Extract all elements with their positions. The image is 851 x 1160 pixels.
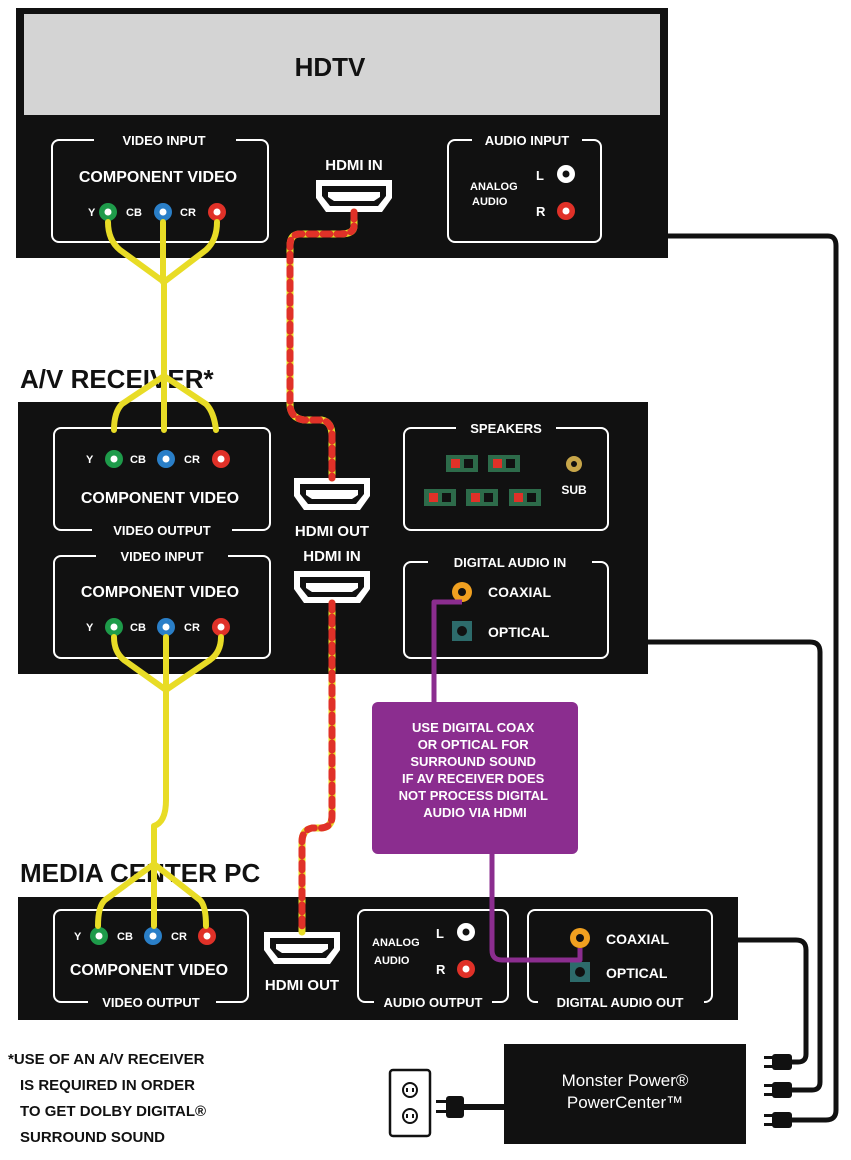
power-plug [764, 1082, 792, 1098]
hdtv-hdmi-port [316, 180, 392, 212]
receiver-hdmi-in-port [294, 571, 370, 603]
speaker-terminal [424, 489, 456, 506]
pc-audio-output-group: AUDIO OUTPUT ANALOG AUDIO L R [357, 909, 509, 1010]
hdtv-audio-input-label: AUDIO INPUT [485, 133, 570, 148]
pc-digital-audio-out-group: DIGITAL AUDIO OUT COAXIAL OPTICAL [527, 909, 713, 1010]
hdtv-hdmi-in-label: HDMI IN [325, 157, 383, 174]
hdtv-l-label: L [536, 168, 544, 183]
hdtv-component-video-label: COMPONENT VIDEO [79, 169, 237, 186]
pc-video-output-label: VIDEO OUTPUT [102, 995, 200, 1010]
footnote-line: TO GET DOLBY DIGITAL® [20, 1103, 206, 1120]
hdmi-cable-receiver-pc [298, 599, 336, 936]
pc-panel: VIDEO OUTPUT Y CB CR COMPONENT VIDEO HDM… [18, 897, 738, 1020]
footnote-line: IS REQUIRED IN ORDER [20, 1077, 195, 1094]
note-line: SURROUND SOUND [410, 754, 536, 769]
hdmi-cable-tv-receiver [286, 208, 358, 482]
pc-digital-audio-out-label: DIGITAL AUDIO OUT [557, 995, 684, 1010]
pc-l-label: L [436, 926, 444, 941]
speaker-terminal [446, 455, 478, 472]
power-plug [764, 1112, 792, 1128]
pc-optical-label: OPTICAL [606, 965, 668, 981]
receiver-video-input-group: VIDEO INPUT COMPONENT VIDEO Y CB CR [53, 548, 271, 659]
footnote-line: *USE OF AN A/V RECEIVER [8, 1051, 205, 1068]
component-cable-tv-receiver [105, 219, 220, 433]
receiver-digital-audio-in-group: DIGITAL AUDIO IN COAXIAL OPTICAL [403, 554, 609, 659]
hdtv-panel: HDTV VIDEO INPUT COMPONENT VIDEO Y CB CR… [16, 8, 668, 258]
pc-analog-label: ANALOG [372, 937, 420, 949]
pc-video-output-group: VIDEO OUTPUT Y CB CR COMPONENT VIDEO [53, 909, 249, 1010]
receiver-hdmi-out-port [294, 478, 370, 510]
hdtv-audio-label: AUDIO [472, 196, 508, 208]
receiver-vo-y-label: Y [86, 454, 94, 466]
speaker-terminal [509, 489, 541, 506]
digital-audio-note: USE DIGITAL COAX OR OPTICAL FOR SURROUND… [372, 702, 578, 854]
receiver-optical-label: OPTICAL [488, 624, 550, 640]
pc-hdmi-out-label: HDMI OUT [265, 977, 339, 994]
note-line: AUDIO VIA HDMI [423, 805, 527, 820]
hdtv-y-label: Y [88, 207, 96, 219]
pc-cb-label: CB [117, 931, 133, 943]
component-cable-receiver-pc [95, 634, 224, 929]
pc-hdmi-out-port [264, 932, 340, 964]
receiver-video-output-group: VIDEO OUTPUT Y CB CR COMPONENT VIDEO [53, 427, 271, 538]
digital-coax-cable [431, 599, 583, 963]
pc-y-label: Y [74, 931, 82, 943]
power-center-line2: PowerCenter™ [567, 1093, 683, 1112]
hdtv-audio-input-group: AUDIO INPUT ANALOG AUDIO L R [447, 132, 602, 243]
power-center-line1: Monster Power® [562, 1071, 689, 1090]
note-line: IF AV RECEIVER DOES [402, 771, 545, 786]
note-line: NOT PROCESS DIGITAL [399, 788, 548, 803]
note-line: USE DIGITAL COAX [412, 720, 535, 735]
pc-cr-label: CR [171, 931, 187, 943]
speaker-terminal [488, 455, 520, 472]
wall-outlet-icon [388, 1068, 432, 1138]
hdtv-cb-label: CB [126, 207, 142, 219]
receiver-vi-cb-label: CB [130, 622, 146, 634]
receiver-coaxial-label: COAXIAL [488, 584, 551, 600]
receiver-vi-component-label: COMPONENT VIDEO [81, 584, 239, 601]
receiver-vo-cr-label: CR [184, 454, 200, 466]
receiver-sub-label: SUB [561, 483, 587, 497]
pc-audio-output-label: AUDIO OUTPUT [384, 995, 483, 1010]
pc-audio-label: AUDIO [374, 955, 410, 967]
speaker-terminal [466, 489, 498, 506]
power-plug [764, 1054, 792, 1070]
note-line: OR OPTICAL FOR [418, 737, 530, 752]
pc-component-label: COMPONENT VIDEO [70, 962, 228, 979]
receiver-digital-audio-in-label: DIGITAL AUDIO IN [454, 555, 566, 570]
wall-plug [436, 1096, 504, 1118]
receiver-vi-cr-label: CR [184, 622, 200, 634]
footnote: *USE OF AN A/V RECEIVER IS REQUIRED IN O… [8, 1051, 210, 1146]
power-cords [648, 233, 839, 1123]
footnote-line: SURROUND SOUND [20, 1129, 165, 1146]
receiver-vo-component-label: COMPONENT VIDEO [81, 490, 239, 507]
hdtv-video-input-group: VIDEO INPUT COMPONENT VIDEO Y CB CR [51, 132, 269, 243]
receiver-speakers-label: SPEAKERS [470, 421, 542, 436]
svg-text:USE DIGITAL COAX OR OPTI: USE DIGITAL COAX OR OPTICAL FOR SURROUND… [399, 720, 552, 820]
hdtv-cr-label: CR [180, 207, 196, 219]
hdtv-r-label: R [536, 204, 546, 219]
receiver-hdmi-out-label: HDMI OUT [295, 523, 369, 540]
receiver-hdmi-in-label: HDMI IN [303, 548, 361, 565]
receiver-speakers-group: SPEAKERS SUB [403, 420, 609, 531]
receiver-vo-cb-label: CB [130, 454, 146, 466]
hdtv-video-input-label: VIDEO INPUT [122, 133, 205, 148]
hdtv-analog-label: ANALOG [470, 181, 518, 193]
receiver-video-output-label: VIDEO OUTPUT [113, 523, 211, 538]
power-center: Monster Power® PowerCenter™ [504, 1044, 746, 1144]
receiver-video-input-label: VIDEO INPUT [120, 549, 203, 564]
pc-r-label: R [436, 962, 446, 977]
hdtv-title: HDTV [295, 52, 366, 82]
receiver-vi-y-label: Y [86, 622, 94, 634]
pc-coaxial-label: COAXIAL [606, 931, 669, 947]
